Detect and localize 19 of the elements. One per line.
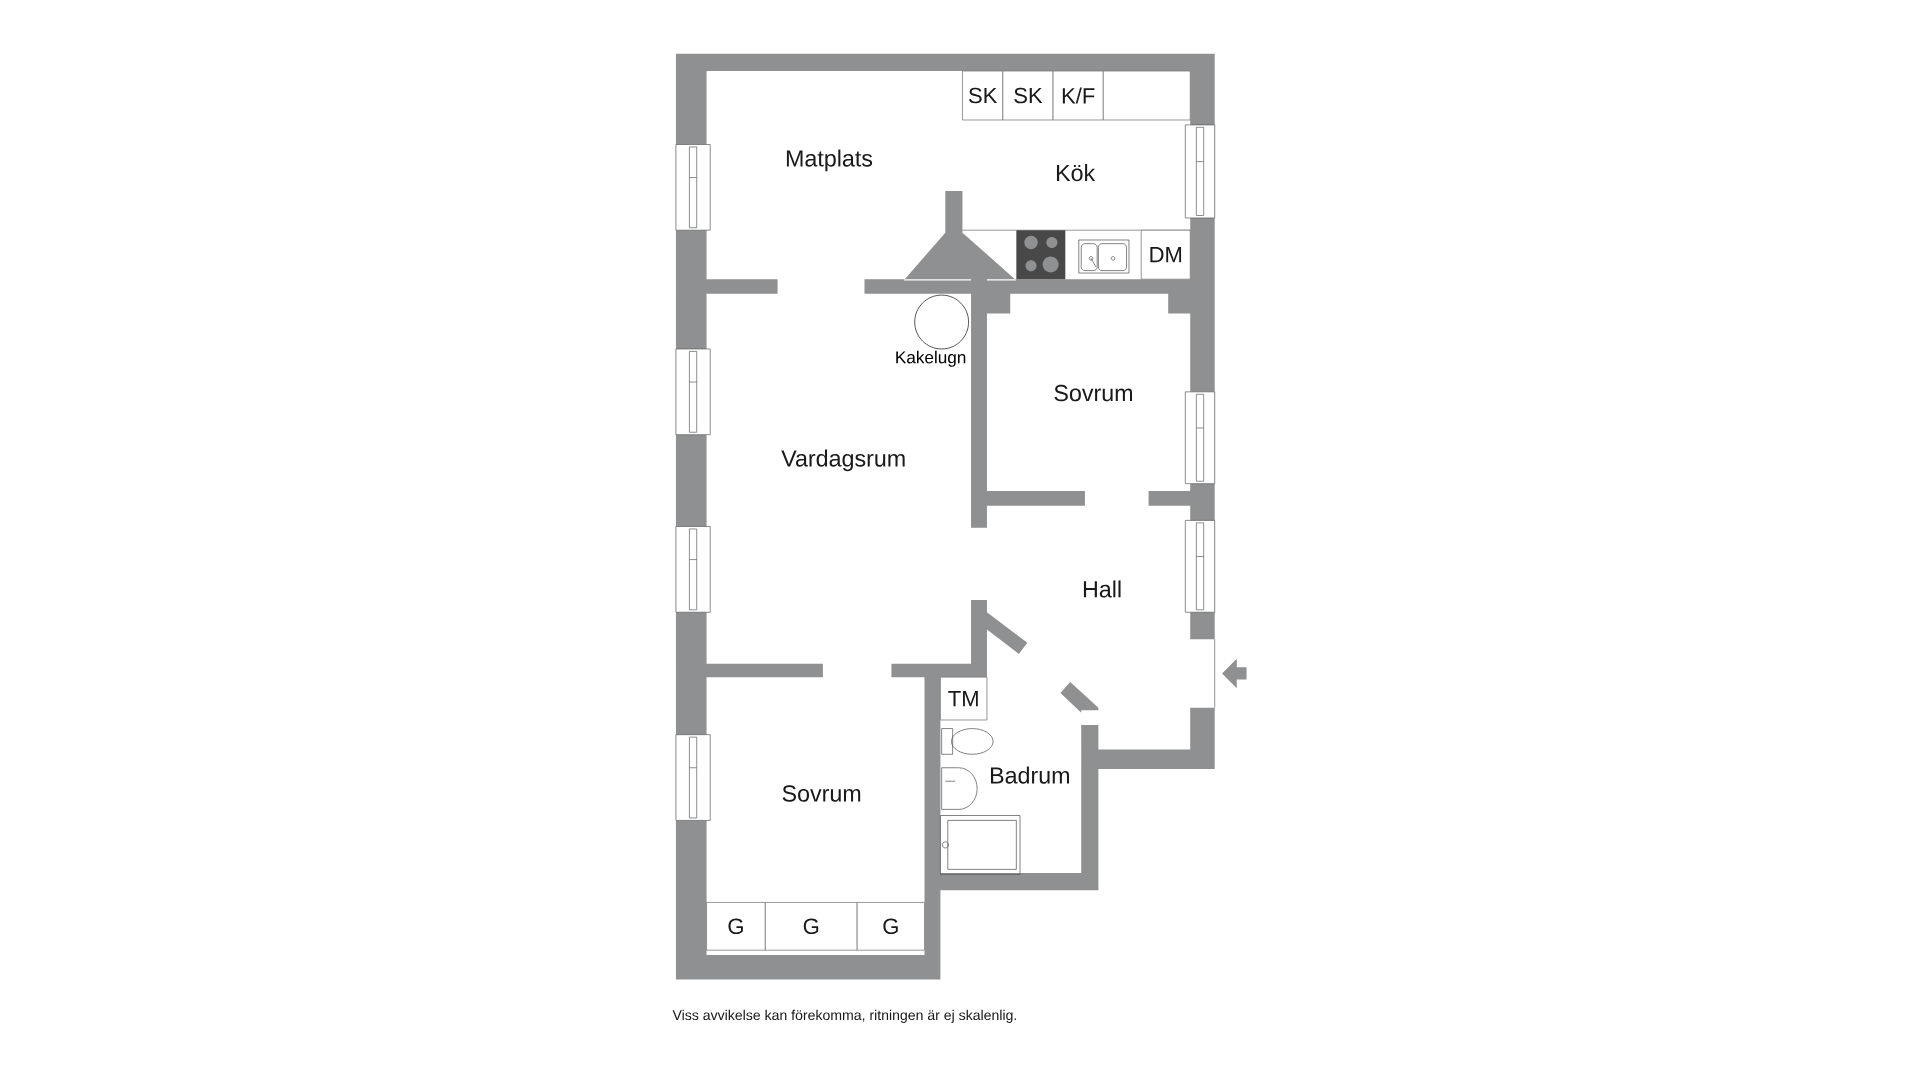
cabinet-box: [1102, 70, 1191, 121]
cabinet-box: K/F: [1052, 70, 1104, 121]
cabinet-box: G: [856, 902, 925, 951]
room-label: Kök: [1056, 164, 1096, 182]
cabinet-box: G: [706, 902, 766, 951]
cabinet-box: TM: [940, 676, 988, 721]
room-label: Hall: [1083, 580, 1121, 598]
note: Viss avvikelse kan förekomma, ritningen är ej skalenlig.: [672, 1009, 1017, 1023]
room-label: Sovrum: [782, 785, 861, 802]
cabinet-box: G: [764, 902, 858, 951]
room-label: Sovrum: [1054, 384, 1132, 402]
cabinet-box: SK: [1002, 70, 1054, 121]
cabinet-box: DM: [1140, 229, 1191, 280]
cabinet-box: SK: [962, 70, 1004, 121]
room-label: Vardagsrum: [781, 449, 905, 472]
node-label: Kakelugn: [896, 350, 966, 367]
room-label: Badrum: [991, 766, 1069, 784]
room-label: Matplats: [786, 149, 873, 172]
tile-stove: Kakelugn: [896, 294, 969, 367]
